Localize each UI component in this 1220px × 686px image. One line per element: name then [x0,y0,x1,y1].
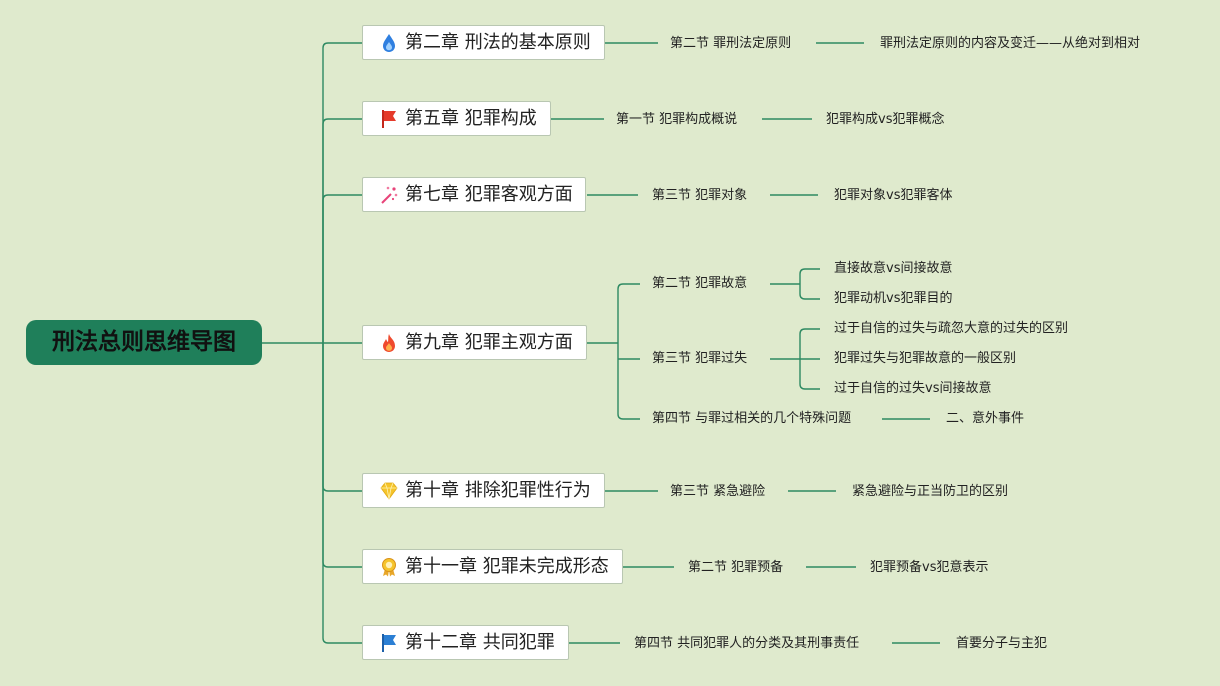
connector-line [799,328,820,359]
chapter-title: 第七章 犯罪客观方面 [405,184,573,205]
connector-line [799,268,820,284]
connector-line [322,118,362,343]
connector-line [799,359,820,390]
chapter-node[interactable]: 第二章 刑法的基本原则 [362,25,605,60]
sparkle-wand-icon [381,186,398,204]
section-label[interactable]: 第二节 罪刑法定原则 [670,36,792,51]
section-label[interactable]: 第三节 犯罪对象 [652,188,748,203]
chapter-title: 第五章 犯罪构成 [405,108,537,129]
droplet-flame-icon [383,34,395,52]
diamond-icon [380,482,398,500]
chapter-title: 第九章 犯罪主观方面 [405,332,573,353]
chapter-title: 第十章 排除犯罪性行为 [405,480,591,501]
connector-line [322,42,362,343]
connector-line [322,194,362,343]
section-label[interactable]: 第二节 犯罪故意 [652,276,748,291]
chapter-title: 第十二章 共同犯罪 [405,632,555,653]
chapter-title: 第十一章 犯罪未完成形态 [405,556,609,577]
root-topic[interactable]: 刑法总则思维导图 [26,320,262,365]
topic-label[interactable]: 首要分子与主犯 [956,636,1048,651]
topic-label[interactable]: 犯罪对象vs犯罪客体 [834,188,953,203]
chapter-node[interactable]: 第五章 犯罪构成 [362,101,551,136]
section-label[interactable]: 第三节 犯罪过失 [652,351,748,366]
section-label[interactable]: 第四节 与罪过相关的几个特殊问题 [652,411,852,426]
connector-line [322,343,362,568]
topic-label[interactable]: 二、意外事件 [946,411,1025,426]
topic-label[interactable]: 犯罪构成vs犯罪概念 [826,112,945,127]
section-label[interactable]: 第四节 共同犯罪人的分类及其刑事责任 [634,636,860,651]
chapter-node[interactable]: 第七章 犯罪客观方面 [362,177,586,212]
connector-line [322,343,362,644]
topic-label[interactable]: 紧急避险与正当防卫的区别 [852,484,1009,499]
chapter-node[interactable]: 第十一章 犯罪未完成形态 [362,549,623,584]
connector-line [617,343,640,420]
topic-label[interactable]: 过于自信的过失与疏忽大意的过失的区别 [834,321,1069,336]
topic-label[interactable]: 过于自信的过失vs间接故意 [834,381,992,396]
red-flag-icon [382,110,396,128]
topic-label[interactable]: 直接故意vs间接故意 [834,261,953,276]
fire-icon [383,334,395,352]
blue-flag-icon [382,634,396,652]
section-label[interactable]: 第三节 紧急避险 [670,484,766,499]
connector-line [617,283,640,343]
topic-label[interactable]: 犯罪过失与犯罪故意的一般区别 [834,351,1017,366]
chapter-title: 第二章 刑法的基本原则 [405,32,591,53]
topic-label[interactable]: 犯罪动机vs犯罪目的 [834,291,953,306]
chapter-node[interactable]: 第十二章 共同犯罪 [362,625,569,660]
chapter-node[interactable]: 第十章 排除犯罪性行为 [362,473,605,508]
connector-line [799,284,820,300]
section-label[interactable]: 第二节 犯罪预备 [688,560,784,575]
section-label[interactable]: 第一节 犯罪构成概说 [616,112,738,127]
topic-label[interactable]: 犯罪预备vs犯意表示 [870,560,989,575]
topic-label[interactable]: 罪刑法定原则的内容及变迁——从绝对到相对 [880,36,1141,51]
connector-line [322,343,362,492]
award-medal-icon [382,558,396,577]
chapter-node[interactable]: 第九章 犯罪主观方面 [362,325,587,360]
